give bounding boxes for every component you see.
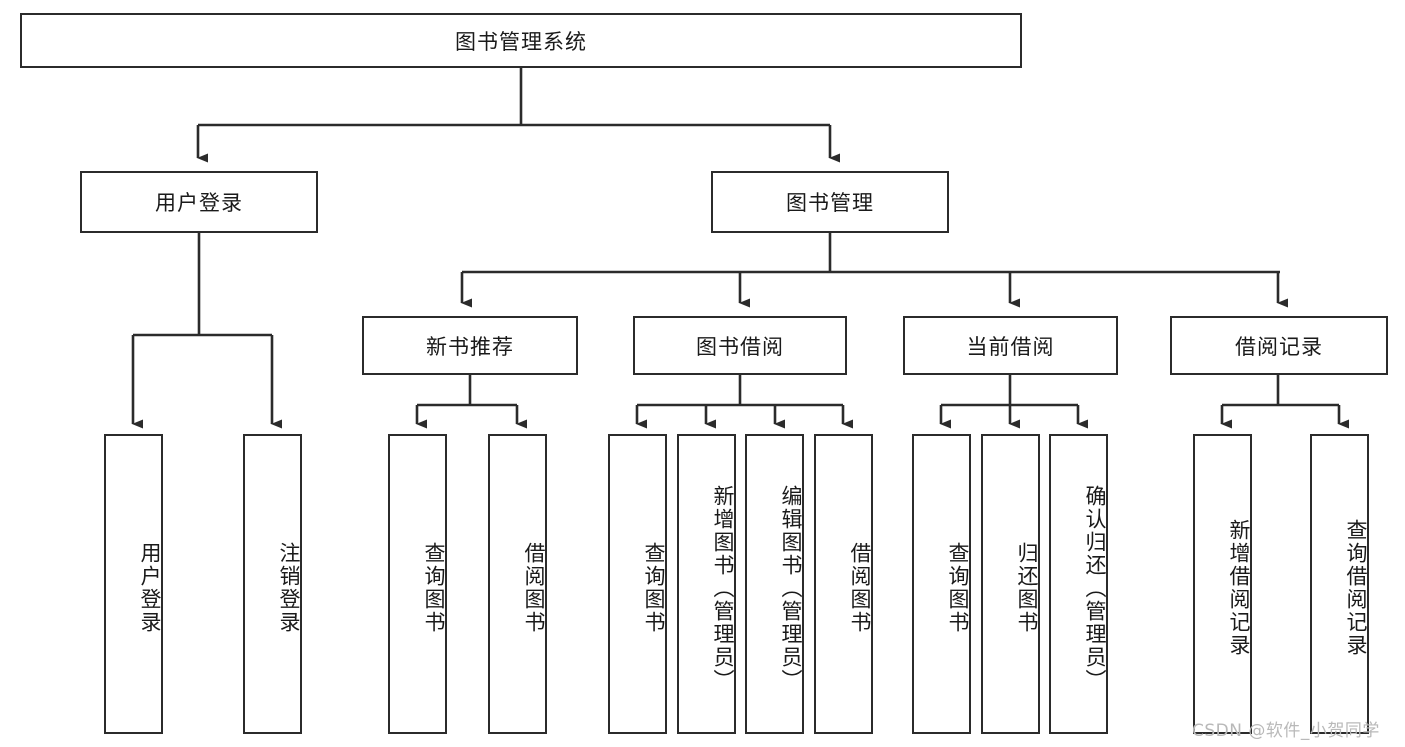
node-label: 借阅图书 — [522, 542, 546, 634]
node-user-login[interactable]: 用户登录 — [80, 171, 318, 233]
node-label: 查询图书 — [422, 542, 446, 634]
csdn-watermark: CSDN @软件_小贺同学 — [1192, 721, 1380, 741]
node-current-borrow[interactable]: 当前借阅 — [903, 316, 1118, 375]
node-leaf-confirm-return[interactable]: 确认归还（管理员） — [1049, 434, 1108, 734]
node-leaf-query-book-3[interactable]: 查询图书 — [912, 434, 971, 734]
node-label: 查询图书 — [946, 542, 970, 634]
node-leaf-user-login[interactable]: 用户登录 — [104, 434, 163, 734]
node-label: 查询图书 — [642, 542, 666, 634]
node-leaf-add-book[interactable]: 新增图书（管理员） — [677, 434, 736, 734]
node-label: 当前借阅 — [966, 334, 1055, 359]
node-label: 图书管理 — [786, 191, 874, 215]
node-book-management[interactable]: 图书管理 — [711, 171, 949, 233]
node-label: 用户登录 — [155, 191, 243, 215]
node-leaf-query-record[interactable]: 查询借阅记录 — [1310, 434, 1369, 734]
node-borrow-record[interactable]: 借阅记录 — [1170, 316, 1388, 375]
node-book-borrow[interactable]: 图书借阅 — [633, 316, 847, 375]
node-leaf-edit-book[interactable]: 编辑图书（管理员） — [745, 434, 804, 734]
node-label: 用户登录 — [138, 542, 162, 634]
node-leaf-query-book-2[interactable]: 查询图书 — [608, 434, 667, 734]
node-label: 编辑图书（管理员） — [779, 484, 803, 692]
node-new-book-recommend[interactable]: 新书推荐 — [362, 316, 578, 375]
node-label: 注销登录 — [277, 542, 301, 634]
node-leaf-borrow-book-1[interactable]: 借阅图书 — [488, 434, 547, 734]
node-label: 图书管理系统 — [455, 29, 587, 54]
node-label: 新书推荐 — [426, 334, 514, 359]
node-label: 新增图书（管理员） — [711, 484, 735, 692]
node-leaf-query-book-1[interactable]: 查询图书 — [388, 434, 447, 734]
node-leaf-add-record[interactable]: 新增借阅记录 — [1193, 434, 1252, 734]
node-label: 借阅图书 — [848, 542, 872, 634]
node-leaf-logout[interactable]: 注销登录 — [243, 434, 302, 734]
node-label: 确认归还（管理员） — [1083, 484, 1107, 692]
node-label: 新增借阅记录 — [1227, 519, 1251, 657]
node-book-management-system[interactable]: 图书管理系统 — [20, 13, 1022, 68]
node-label: 图书借阅 — [696, 334, 784, 359]
node-leaf-return-book[interactable]: 归还图书 — [981, 434, 1040, 734]
node-label: 查询借阅记录 — [1344, 519, 1368, 657]
node-label: 借阅记录 — [1235, 334, 1323, 359]
node-label: 归还图书 — [1015, 542, 1039, 634]
node-leaf-borrow-book-2[interactable]: 借阅图书 — [814, 434, 873, 734]
